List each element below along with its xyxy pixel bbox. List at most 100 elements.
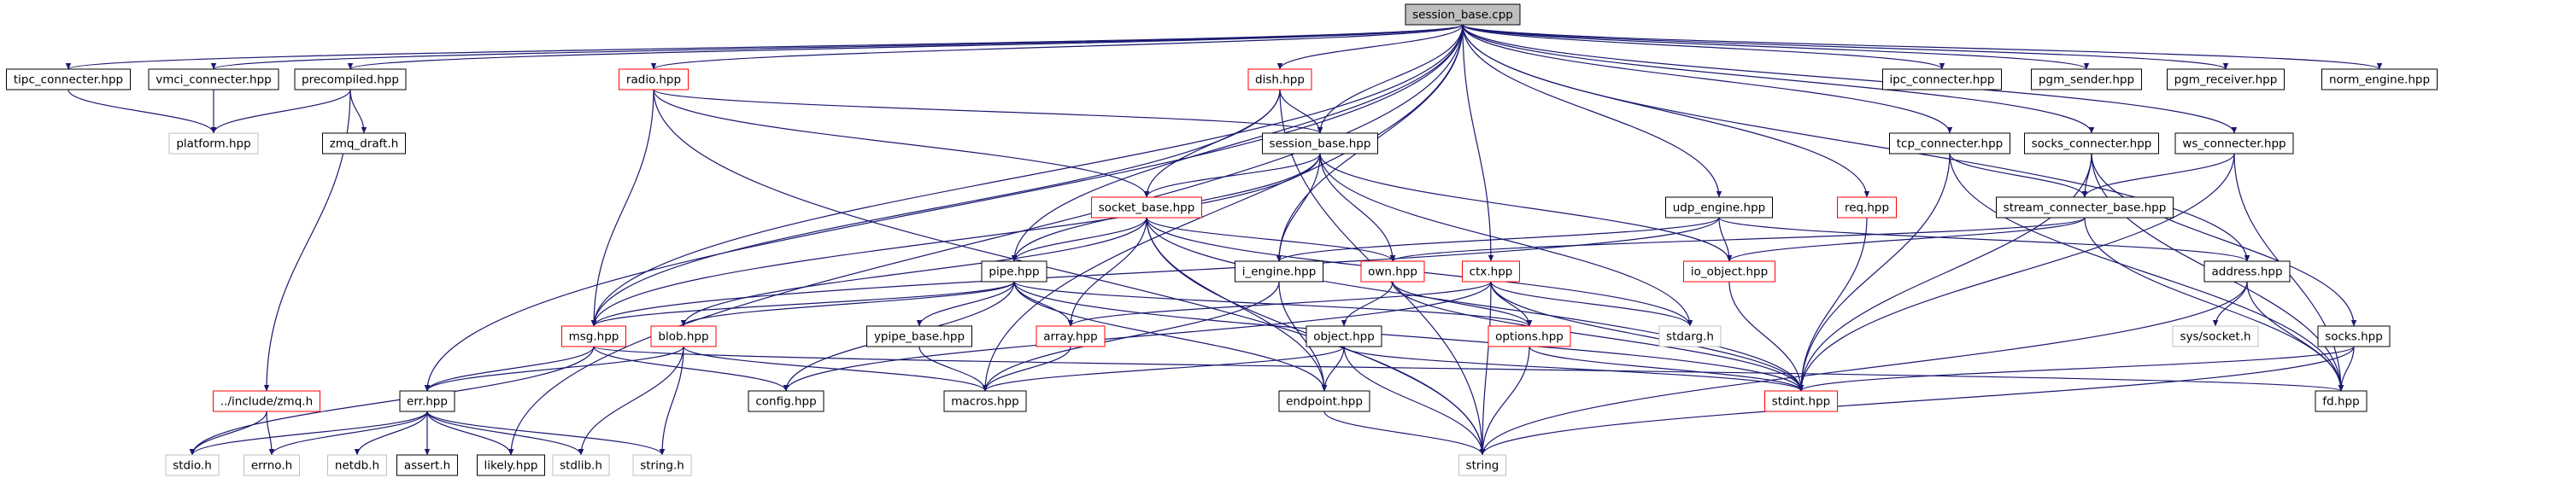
file-node[interactable]: stdio.h [165, 454, 220, 476]
file-node[interactable]: stream_connecter_base.hpp [1996, 196, 2174, 219]
file-node-label: norm_engine.hpp [2329, 73, 2430, 87]
file-node[interactable]: object.hpp [1306, 325, 1382, 347]
file-node-label: udp_engine.hpp [1673, 201, 1765, 215]
file-node[interactable]: pipe.hpp [981, 260, 1047, 283]
file-node-label: io_object.hpp [1691, 265, 1768, 279]
file-node[interactable]: io_object.hpp [1683, 260, 1775, 283]
file-node-box [650, 325, 717, 347]
file-node[interactable]: pgm_sender.hpp [2031, 68, 2142, 90]
edge-n0-n14 [1462, 24, 2095, 134]
file-node-label: fd.hpp [2322, 395, 2359, 409]
file-node[interactable]: likely.hpp [477, 454, 545, 476]
file-node-label: i_engine.hpp [1242, 265, 1317, 279]
edge-n18-n40 [1798, 217, 1868, 392]
file-node[interactable]: ypipe_base.hpp [866, 325, 972, 347]
file-node[interactable]: endpoint.hpp [1278, 390, 1370, 412]
file-node[interactable]: socks.hpp [2317, 325, 2391, 347]
file-node[interactable]: macros.hpp [943, 390, 1027, 412]
file-node-label: stream_connecter_base.hpp [2004, 201, 2167, 215]
file-node-box [1889, 132, 2010, 154]
file-node[interactable]: pgm_receiver.hpp [2167, 68, 2285, 90]
edge-n28-n38 [918, 346, 989, 392]
edge-n0-n1 [66, 24, 1464, 70]
edge-n0-n38 [982, 24, 1464, 392]
file-node[interactable]: stdarg.h [1658, 325, 1722, 347]
edge-n0-n13 [1462, 24, 1953, 134]
file-node[interactable]: zmq_draft.h [322, 132, 406, 154]
edge-n22-n31 [1392, 281, 1533, 327]
file-node[interactable]: radio.hpp [619, 68, 689, 90]
file-node[interactable]: platform.hpp [168, 132, 259, 154]
file-node[interactable]: string [1458, 454, 1506, 476]
file-node-box [981, 260, 1047, 283]
dependency-edges [66, 24, 2382, 456]
file-node[interactable]: udp_engine.hpp [1665, 196, 1773, 219]
file-node[interactable]: sys/socket.h [2172, 325, 2259, 347]
file-node[interactable]: norm_engine.hpp [2321, 68, 2438, 90]
file-node-box [244, 454, 300, 476]
file-node[interactable]: precompiled.hpp [294, 68, 407, 90]
file-node[interactable]: netdb.h [327, 454, 387, 476]
edge-n12-n24 [1319, 153, 1733, 262]
file-node[interactable]: stdlib.h [552, 454, 610, 476]
edge-n30-n40 [1343, 346, 1804, 392]
file-node-box [399, 390, 455, 412]
file-node[interactable]: vmci_connecter.hpp [148, 68, 279, 90]
file-node[interactable]: address.hpp [2203, 260, 2291, 283]
file-node[interactable]: stdint.hpp [1764, 390, 1838, 412]
file-node[interactable]: blob.hpp [650, 325, 717, 347]
file-node-box [1278, 390, 1370, 412]
file-node-box [2315, 390, 2368, 412]
edge-n12-n32 [1319, 153, 1693, 327]
file-node[interactable]: assert.h [396, 454, 458, 476]
edge-n17-n25 [1718, 217, 2250, 262]
edge-n23-n40 [1490, 281, 1804, 392]
file-node-label: msg.hpp [569, 330, 619, 344]
edge-n19-n22 [1390, 217, 2086, 262]
file-node[interactable]: array.hpp [1036, 325, 1106, 347]
file-node-label: pipe.hpp [989, 265, 1039, 279]
file-node[interactable]: err.hpp [399, 390, 455, 412]
edge-n23-n37 [783, 281, 1492, 392]
file-node[interactable]: errno.h [244, 454, 300, 476]
file-node-label: blob.hpp [658, 330, 708, 344]
edge-n36-n44 [354, 411, 428, 456]
file-node-box [6, 68, 131, 90]
edge-n27-n36 [424, 346, 684, 392]
file-node[interactable]: options.hpp [1488, 325, 1571, 347]
file-node[interactable]: own.hpp [1360, 260, 1425, 283]
edge-n27-n38 [683, 346, 989, 392]
file-node-label: macros.hpp [951, 395, 1018, 409]
file-node[interactable]: i_engine.hpp [1235, 260, 1323, 283]
file-node-box [2174, 132, 2294, 154]
file-node[interactable]: session_base.hpp [1262, 132, 1378, 154]
file-node[interactable]: tipc_connecter.hpp [6, 68, 131, 90]
file-node[interactable]: dish.hpp [1247, 68, 1312, 90]
edge-n14-n34 [2091, 153, 2357, 327]
edge-n13-n19 [1949, 153, 2088, 198]
file-node-label: vmci_connecter.hpp [155, 73, 271, 87]
file-node[interactable]: socks_connecter.hpp [2024, 132, 2159, 154]
file-node[interactable]: string.h [632, 454, 692, 476]
edge-n13-n41 [1949, 153, 2344, 392]
edge-n0-n7 [1462, 24, 2089, 70]
edge-n27-n48 [659, 346, 684, 456]
file-node-box [1882, 68, 2002, 90]
file-node[interactable]: socket_base.hpp [1091, 196, 1202, 219]
file-node-box [748, 390, 824, 412]
file-node[interactable]: ../include/zmq.h [213, 390, 320, 412]
file-node-label: sys/socket.h [2180, 330, 2250, 344]
edge-n27-n47 [578, 346, 684, 456]
file-node[interactable]: ipc_connecter.hpp [1882, 68, 2002, 90]
file-node[interactable]: msg.hpp [561, 325, 626, 347]
file-node[interactable]: req.hpp [1837, 196, 1897, 219]
file-node[interactable]: fd.hpp [2315, 390, 2368, 412]
edge-n0-n8 [1462, 24, 2228, 70]
file-node[interactable]: ws_connecter.hpp [2174, 132, 2294, 154]
file-node[interactable]: ctx.hpp [1462, 260, 1520, 283]
file-node[interactable]: tcp_connecter.hpp [1889, 132, 2010, 154]
edge-n35-n43 [266, 411, 275, 456]
file-node-label: stdint.hpp [1772, 395, 1830, 409]
file-node-box [294, 68, 407, 90]
file-node[interactable]: config.hpp [748, 390, 824, 412]
